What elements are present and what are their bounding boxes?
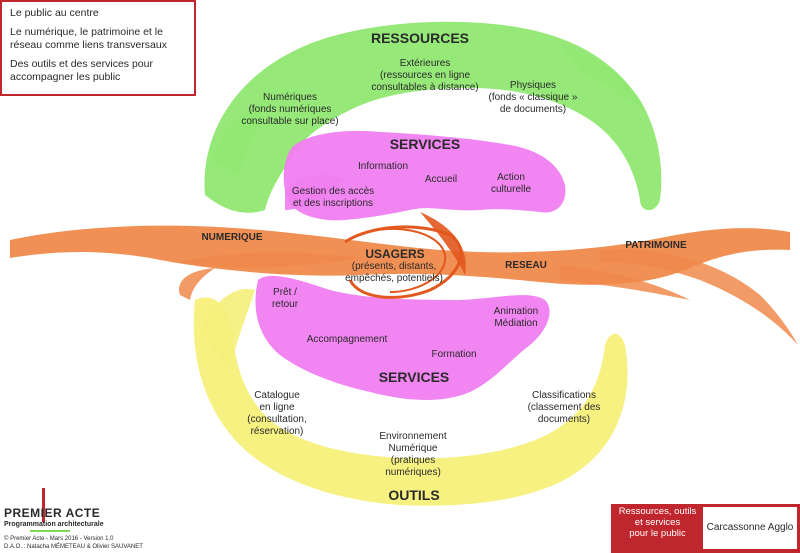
ressources-exterieures: Extérieures (ressources en ligne consult… <box>371 58 479 93</box>
usagers-detail: (présents, distants, empêchés, potentiel… <box>345 261 443 284</box>
legend-box: Le public au centre Le numérique, le pat… <box>0 0 196 96</box>
ressources-shape <box>204 21 662 213</box>
service-accueil: Accueil <box>424 174 458 185</box>
outils-shape <box>193 297 628 506</box>
service-pret-retour: Prêt / retour <box>271 287 299 310</box>
services-bottom-shape <box>255 275 550 400</box>
legend-line-transversal: Le numérique, le patrimoine et le réseau… <box>10 26 167 51</box>
logo-name: PREMIER ACTE <box>4 506 101 520</box>
services-top-title: SERVICES <box>389 136 461 152</box>
services-top-shape <box>283 130 566 221</box>
outils-title: OUTILS <box>388 487 440 503</box>
badge-client: Carcassonne Agglo <box>703 507 797 549</box>
ressources-physiques: Physiques (fonds « classique » de docume… <box>488 80 578 115</box>
usagers-title: USAGERS <box>365 247 425 261</box>
service-gestion: Gestion des accès et des inscriptions <box>291 186 375 209</box>
service-action-culturelle: Action culturelle <box>490 172 532 195</box>
badge-title: Ressources, outils et services pour le p… <box>618 506 697 539</box>
logo-mark <box>42 488 45 522</box>
credit-line-2: D.A.O. : Natacha MÉMETEAU & Olivier SAUV… <box>4 544 143 550</box>
logo-subtitle: Programmation architecturale <box>4 521 104 528</box>
ressources-numeriques: Numériques (fonds numériques consultable… <box>241 92 339 127</box>
service-formation: Formation <box>431 349 477 360</box>
legend-line-outils: Des outils et des services pour accompag… <box>10 58 153 83</box>
service-information: Information <box>357 161 409 172</box>
outil-catalogue: Catalogue en ligne (consultation, réserv… <box>247 390 307 437</box>
service-accompagnement: Accompagnement <box>306 334 388 345</box>
outil-classifications: Classifications (classement des document… <box>527 390 601 425</box>
logo-underline <box>30 530 70 532</box>
service-animation-mediation: Animation Médiation <box>493 306 539 329</box>
band-patrimoine: PATRIMOINE <box>625 240 687 251</box>
outil-environnement: Environnement Numérique (pratiques numér… <box>379 431 447 478</box>
services-bottom-title: SERVICES <box>378 369 450 385</box>
legend-line-public: Le public au centre <box>10 7 99 19</box>
band-reseau: RESEAU <box>505 260 547 271</box>
credit-line-1: © Premier Acte - Mars 2016 - Version 1.0 <box>4 536 114 542</box>
band-numerique: NUMERIQUE <box>201 232 263 243</box>
ressources-title: RESSOURCES <box>370 30 470 46</box>
credits: © Premier Acte - Mars 2016 - Version 1.0… <box>4 535 143 551</box>
